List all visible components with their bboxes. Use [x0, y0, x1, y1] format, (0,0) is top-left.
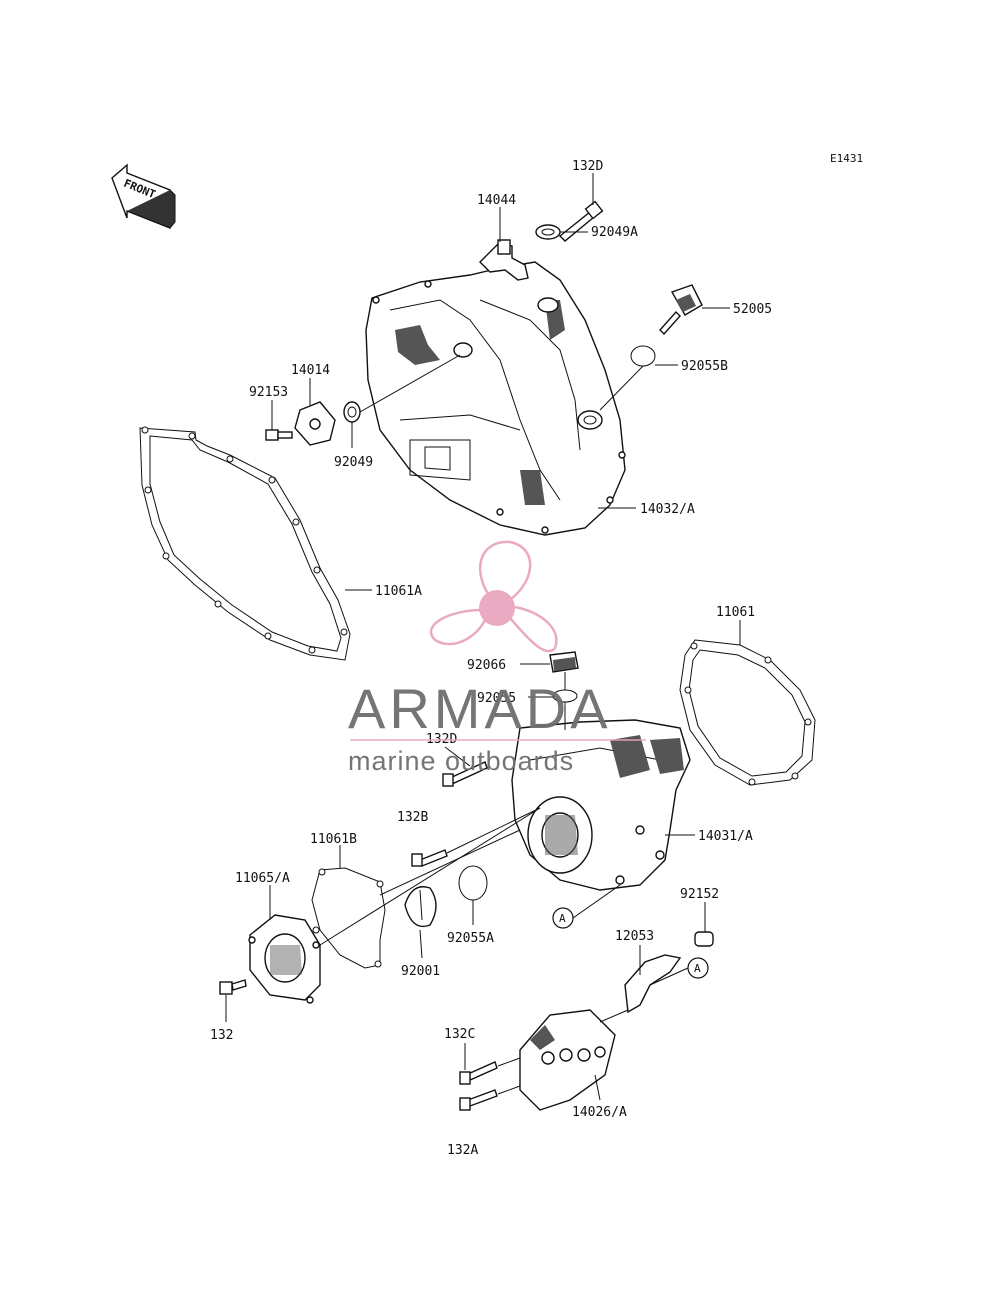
bolt-132a [459, 1089, 498, 1111]
gasket-11061b-holes [312, 868, 384, 968]
label-132d-top: 132D [572, 159, 603, 174]
label-92152: 92152 [680, 887, 719, 902]
label-132a: 132A [447, 1143, 478, 1158]
label-132c: 132C [444, 1027, 475, 1042]
label-92153: 92153 [249, 385, 288, 400]
svg-text:A: A [559, 912, 566, 925]
armada-watermark: ARMADA marine outboards [348, 540, 646, 776]
label-92055: 92055 [477, 691, 516, 706]
watermark-tagline: marine outboards [348, 746, 574, 776]
label-11065a: 11065/A [235, 871, 290, 886]
clutch-cover-14032a [365, 261, 626, 536]
seal-92049a [535, 224, 561, 240]
label-14014: 14014 [291, 363, 330, 378]
dowel-92152 [694, 931, 714, 947]
label-92049: 92049 [334, 455, 373, 470]
ref-mark-a-1: A [552, 907, 574, 929]
watermark-brand: ARMADA [348, 677, 612, 740]
label-92001: 92001 [401, 964, 440, 979]
oring-92055a [458, 865, 488, 901]
front-arrow-icon: FRONT [111, 163, 176, 230]
bolt-92153 [265, 429, 293, 441]
bracket-14026a [519, 1009, 616, 1111]
propeller-logo-icon [429, 540, 558, 653]
label-14026a: 14026/A [572, 1105, 627, 1120]
cover-11065a [248, 914, 321, 1004]
label-14044: 14044 [477, 193, 516, 208]
gasket-11061b [311, 867, 386, 969]
bolt-132b [411, 849, 448, 867]
gasket-11061a-holes [141, 426, 348, 654]
plug-92066 [549, 651, 579, 673]
bolt-132 [219, 979, 247, 995]
label-92049a: 92049A [591, 225, 638, 240]
label-92055a: 92055A [447, 931, 494, 946]
cap-52005 [659, 284, 703, 336]
label-52005: 52005 [733, 302, 772, 317]
oring-92055b [630, 345, 656, 367]
generator-cover-14031a [511, 719, 691, 891]
plug-92001 [404, 886, 437, 928]
label-11061a: 11061A [375, 584, 422, 599]
plate-14014 [294, 401, 336, 446]
label-92066: 92066 [467, 658, 506, 673]
label-11061b: 11061B [310, 832, 357, 847]
label-12053: 12053 [615, 929, 654, 944]
diagram-code: E1431 [830, 152, 863, 165]
gasket-11061a-inner [149, 435, 342, 652]
seal-92049 [343, 401, 361, 423]
gasket-11061-holes [684, 642, 812, 786]
gasket-11061-inner [688, 649, 806, 777]
label-92055b: 92055B [681, 359, 728, 374]
svg-text:A: A [694, 962, 701, 975]
part-labels: 132D 14044 92049A 52005 92055B 14014 921… [210, 159, 772, 1158]
bolt-132d-top [558, 200, 604, 242]
label-14032a: 14032/A [640, 502, 695, 517]
ref-mark-a-2: A [687, 957, 709, 979]
label-14031a: 14031/A [698, 829, 753, 844]
gasket-11061a [139, 427, 351, 661]
bolt-132d-mid [442, 761, 488, 787]
label-132: 132 [210, 1028, 233, 1043]
label-132b: 132B [397, 810, 428, 825]
label-11061: 11061 [716, 605, 755, 620]
bolt-132c [459, 1061, 498, 1085]
bracket-14044 [479, 239, 529, 281]
guide-12053 [624, 954, 682, 1014]
leader-lines [225, 173, 741, 1101]
